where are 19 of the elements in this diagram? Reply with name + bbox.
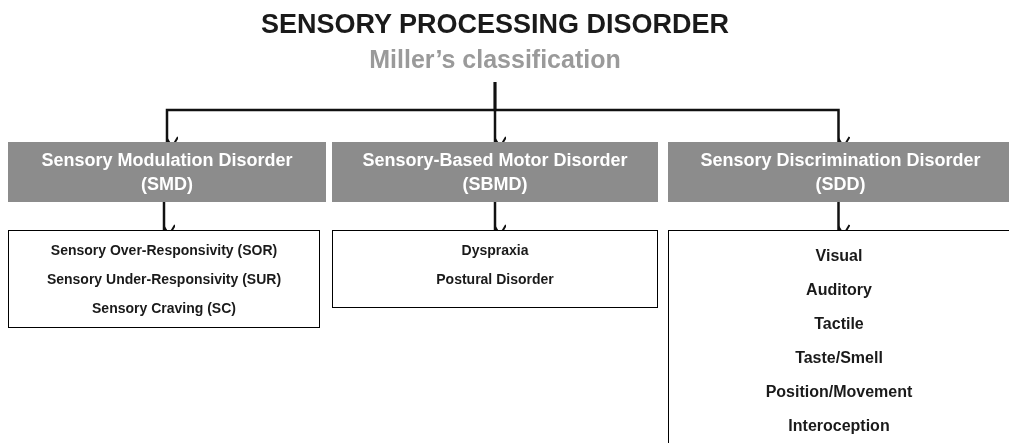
subtype-list-box bbox=[668, 230, 1009, 443]
subtype-list-box bbox=[8, 230, 320, 328]
subtype-text: Taste/Smell bbox=[795, 348, 883, 368]
subtype-text: Interoception bbox=[788, 416, 890, 436]
subtype-text: Sensory Over-Responsivity (SOR) bbox=[50, 241, 278, 260]
title-text: SENSORY PROCESSING DISORDER bbox=[260, 8, 730, 41]
subtype-text: Visual bbox=[815, 246, 863, 266]
subtype-text: Sensory Under-Responsivity (SUR) bbox=[46, 270, 282, 289]
subtype-text: Postural Disorder bbox=[436, 270, 554, 289]
category-box: Sensory Discrimination Disorder (SDD) bbox=[668, 142, 1009, 202]
subtype-text: Dyspraxia bbox=[461, 241, 529, 260]
subtitle-text: Miller’s classification bbox=[369, 44, 621, 75]
subtype-text: Tactile bbox=[814, 314, 864, 334]
subtype-text: Position/Movement bbox=[765, 382, 913, 402]
category-box: Sensory Modulation Disorder (SMD) bbox=[8, 142, 326, 202]
category-box: Sensory-Based Motor Disorder (SBMD) bbox=[332, 142, 658, 202]
subtype-list-box bbox=[332, 230, 658, 308]
subtype-text: Auditory bbox=[806, 280, 872, 300]
subtype-text: Sensory Craving (SC) bbox=[92, 299, 236, 318]
